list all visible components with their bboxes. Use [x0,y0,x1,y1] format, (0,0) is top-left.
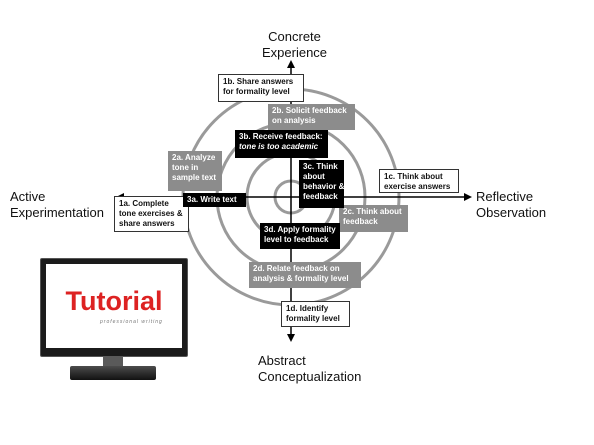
monitor-display: Tutorial professional writing [46,264,182,348]
tutorial-logo-tagline: professional writing [100,319,163,325]
step-3c-box: 3c. Think about behavior & feedback [299,160,344,208]
axis-label-concrete-experience: Concrete Experience [262,29,328,60]
step-1b-box: 1b. Share answers for formality level [218,74,304,102]
monitor-screen: Tutorial professional writing [40,258,188,357]
step-3a-box: 3a. Write text [183,193,246,207]
step-2c-box: 2c. Think about feedback [339,205,408,232]
step-1d-box: 1d. Identify formality level [281,301,350,327]
monitor-neck [103,356,123,368]
step-3b-box: 3b. Receive feedback: tone is too academ… [235,130,328,158]
step-1c-box: 1c. Think about exercise answers [379,169,459,193]
step-2b-box: 2b. Solicit feedback on analysis [268,104,355,130]
step-2d-box: 2d. Relate feedback on analysis & formal… [249,262,361,288]
axis-label-reflective-observation: Reflective Observation [476,189,547,220]
axis-label-abstract-conceptualization: Abstract Conceptualization [258,353,362,384]
step-3b-quote: tone is too academic [239,142,319,151]
step-2a-box: 2a. Analyze tone in sample text [168,151,222,191]
step-3b-title: 3b. Receive feedback: [239,132,323,141]
step-1a-box: 1a. Complete tone exercises & share answ… [114,196,189,232]
monitor-stand [70,366,156,380]
tutorial-monitor-image: Tutorial professional writing [40,258,188,384]
step-3d-box: 3d. Apply formality level to feedback [260,223,340,249]
axis-label-active-experimentation: Active Experimentation [10,189,104,220]
tutorial-logo: Tutorial [65,286,163,316]
